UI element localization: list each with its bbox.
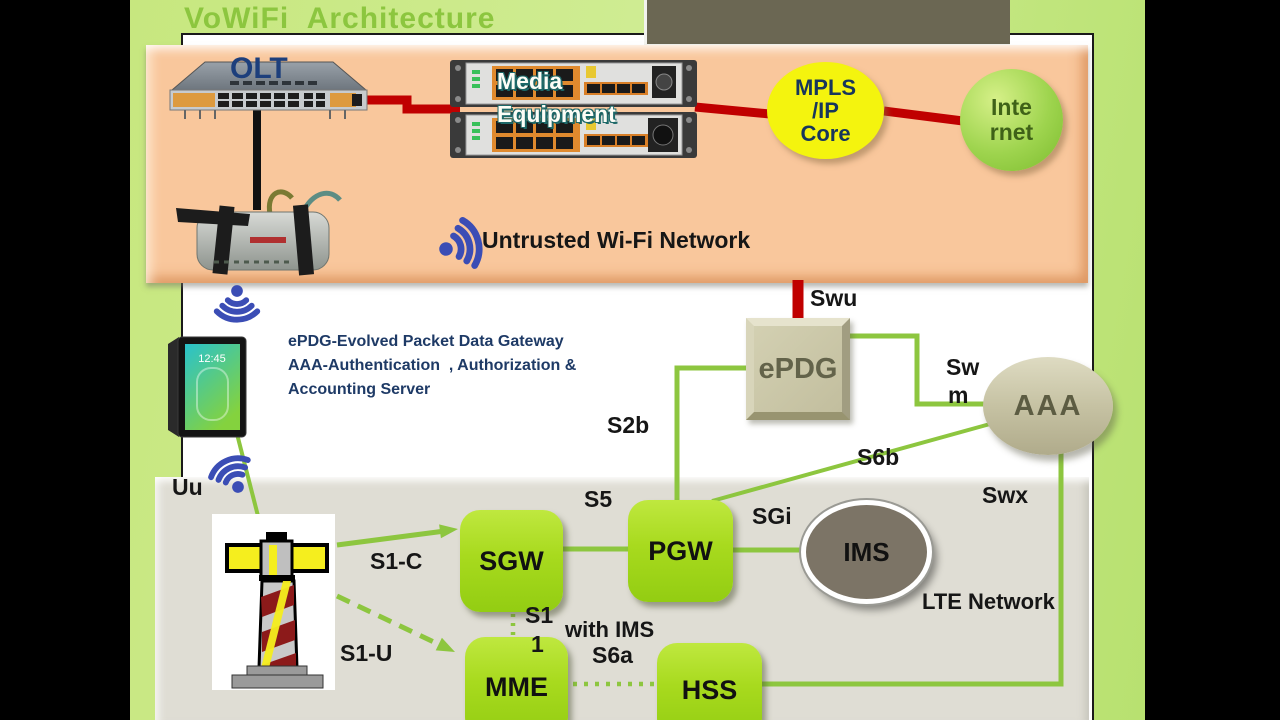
media-equipment-label: Equipment <box>497 101 616 127</box>
if-s1c: S1-C <box>370 548 423 574</box>
node-internet: Inte rnet <box>960 69 1063 171</box>
node-epdg: ePDG <box>746 318 850 420</box>
if-with-ims: with IMS <box>565 617 655 642</box>
if-s1u: S1-U <box>340 640 393 666</box>
mpls-line: Core <box>800 121 851 146</box>
untrusted-wifi-caption: Untrusted Wi-Fi Network <box>482 227 751 253</box>
olt-label: OLT <box>230 52 288 85</box>
node-ims: IMS <box>801 500 932 604</box>
internet-line: rnet <box>989 119 1034 145</box>
if-uu: Uu <box>172 474 203 500</box>
if-s1-second: 1 <box>531 631 544 657</box>
node-mpls-ip-core: MPLS /IP Core <box>767 62 884 159</box>
internet-line: Inte <box>991 94 1032 120</box>
page-title: VoWiFi Architecture <box>184 2 496 35</box>
top-overlay-box <box>644 0 1010 47</box>
media-equipment-label: Media <box>497 68 563 94</box>
if-s1: S1 <box>525 602 554 628</box>
if-swu: Swu <box>810 285 858 311</box>
note-aaa: AAA-Authentication , Authorization & <box>288 357 577 374</box>
if-s2b: S2b <box>607 412 650 438</box>
if-swx: Swx <box>982 482 1029 508</box>
node-pgw: PGW <box>628 500 733 602</box>
node-mme: MME <box>465 637 568 720</box>
lte-network-caption: LTE Network <box>922 589 1055 614</box>
if-sw: Sw <box>946 354 980 380</box>
note-epdg: ePDG-Evolved Packet Data Gateway <box>288 333 564 350</box>
if-sgi: SGi <box>752 503 792 529</box>
if-s6a: S6a <box>592 642 633 668</box>
if-s6b: S6b <box>857 444 900 470</box>
mpls-line: MPLS <box>794 75 857 100</box>
mpls-line: /IP <box>812 98 839 123</box>
note-accounting: Accounting Server <box>288 381 431 398</box>
node-aaa: AAA <box>983 357 1113 455</box>
if-m: m <box>948 382 969 408</box>
if-s5: S5 <box>584 486 613 512</box>
node-sgw: SGW <box>460 510 563 612</box>
node-hss: HSS <box>657 643 762 720</box>
